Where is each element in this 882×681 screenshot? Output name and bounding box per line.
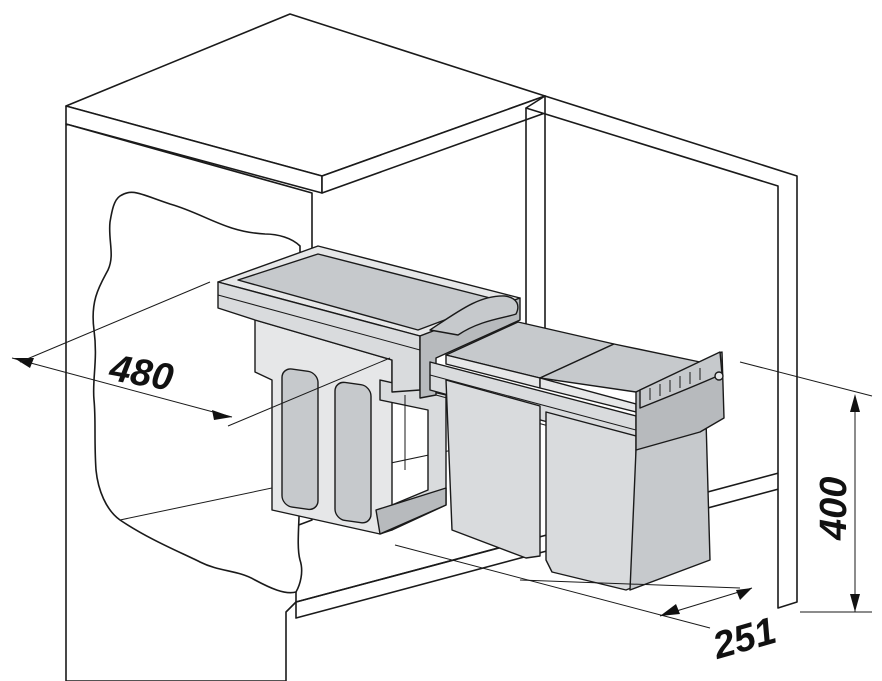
height-dimension-label: 400 — [813, 477, 855, 541]
dimension-height: 400 — [739, 361, 873, 613]
grip-ribs — [649, 368, 701, 400]
front-handle-panel — [635, 351, 725, 452]
width-arrow-left — [660, 604, 680, 616]
cabinet-right-side — [525, 95, 798, 609]
bin-left — [445, 321, 615, 559]
depth-dimension-line — [11, 357, 233, 418]
mounting-frame — [254, 319, 447, 535]
cabinet-top — [65, 13, 546, 194]
lid-cover — [217, 245, 521, 399]
height-arrow-top — [850, 394, 860, 412]
width-arrow-right — [736, 588, 752, 600]
depth-arrow-right — [212, 410, 232, 420]
depth-arrow-left — [14, 358, 34, 368]
width-dimension-label: 251 — [707, 610, 780, 668]
height-arrow-bottom — [850, 594, 860, 612]
